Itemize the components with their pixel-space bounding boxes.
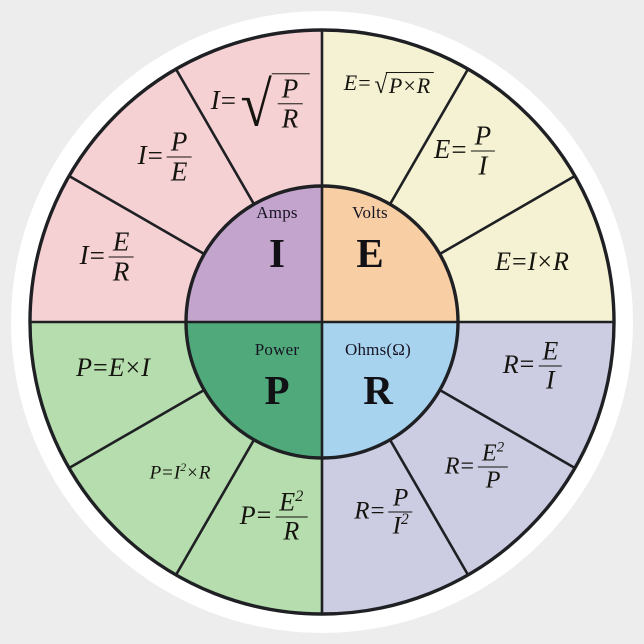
quadrant-unit-power: Power bbox=[254, 340, 300, 359]
quadrant-unit-volts: Volts bbox=[352, 203, 388, 222]
sector-divider-line bbox=[388, 68, 470, 205]
sector-divider-lines bbox=[68, 68, 576, 576]
sector-divider-line bbox=[174, 68, 256, 205]
formula-e-sqrt-p-times-r[interactable]: E=√P×R bbox=[344, 72, 435, 98]
inner-quadrant-ohms[interactable] bbox=[322, 322, 458, 458]
sector-divider-line bbox=[388, 439, 470, 576]
quadrant-label-amps[interactable]: Amps I bbox=[256, 203, 297, 277]
formula-p-e-times-i[interactable]: P=E×I bbox=[76, 353, 150, 382]
sector-divider-line bbox=[68, 388, 205, 470]
inner-quadrant-volts[interactable] bbox=[322, 186, 458, 322]
quadrant-unit-ohms: Ohms(Ω) bbox=[345, 340, 411, 359]
sector-divider-line bbox=[439, 388, 576, 470]
inner-quadrant-amps[interactable] bbox=[186, 186, 322, 322]
quadrant-symbol-volts: E bbox=[356, 230, 384, 276]
quadrant-symbol-power: P bbox=[264, 367, 290, 413]
quadrant-symbol-amps: I bbox=[269, 230, 285, 276]
quadrant-label-volts[interactable]: Volts E bbox=[352, 203, 388, 277]
quadrant-unit-amps: Amps bbox=[256, 203, 298, 222]
sector-divider-line bbox=[439, 174, 576, 256]
formula-p-i-squared-times-r[interactable]: P=I2×R bbox=[149, 461, 211, 484]
sector-divider-line bbox=[174, 439, 256, 576]
sector-divider-line bbox=[68, 174, 205, 256]
formula-e-i-times-r[interactable]: E=I×R bbox=[495, 247, 569, 276]
quadrant-label-ohms[interactable]: Ohms(Ω) R bbox=[345, 340, 411, 414]
quadrant-symbol-ohms: R bbox=[363, 367, 393, 413]
inner-quadrants bbox=[186, 186, 458, 458]
inner-quadrant-power[interactable] bbox=[186, 322, 322, 458]
quadrant-label-power[interactable]: Power P bbox=[255, 340, 299, 414]
